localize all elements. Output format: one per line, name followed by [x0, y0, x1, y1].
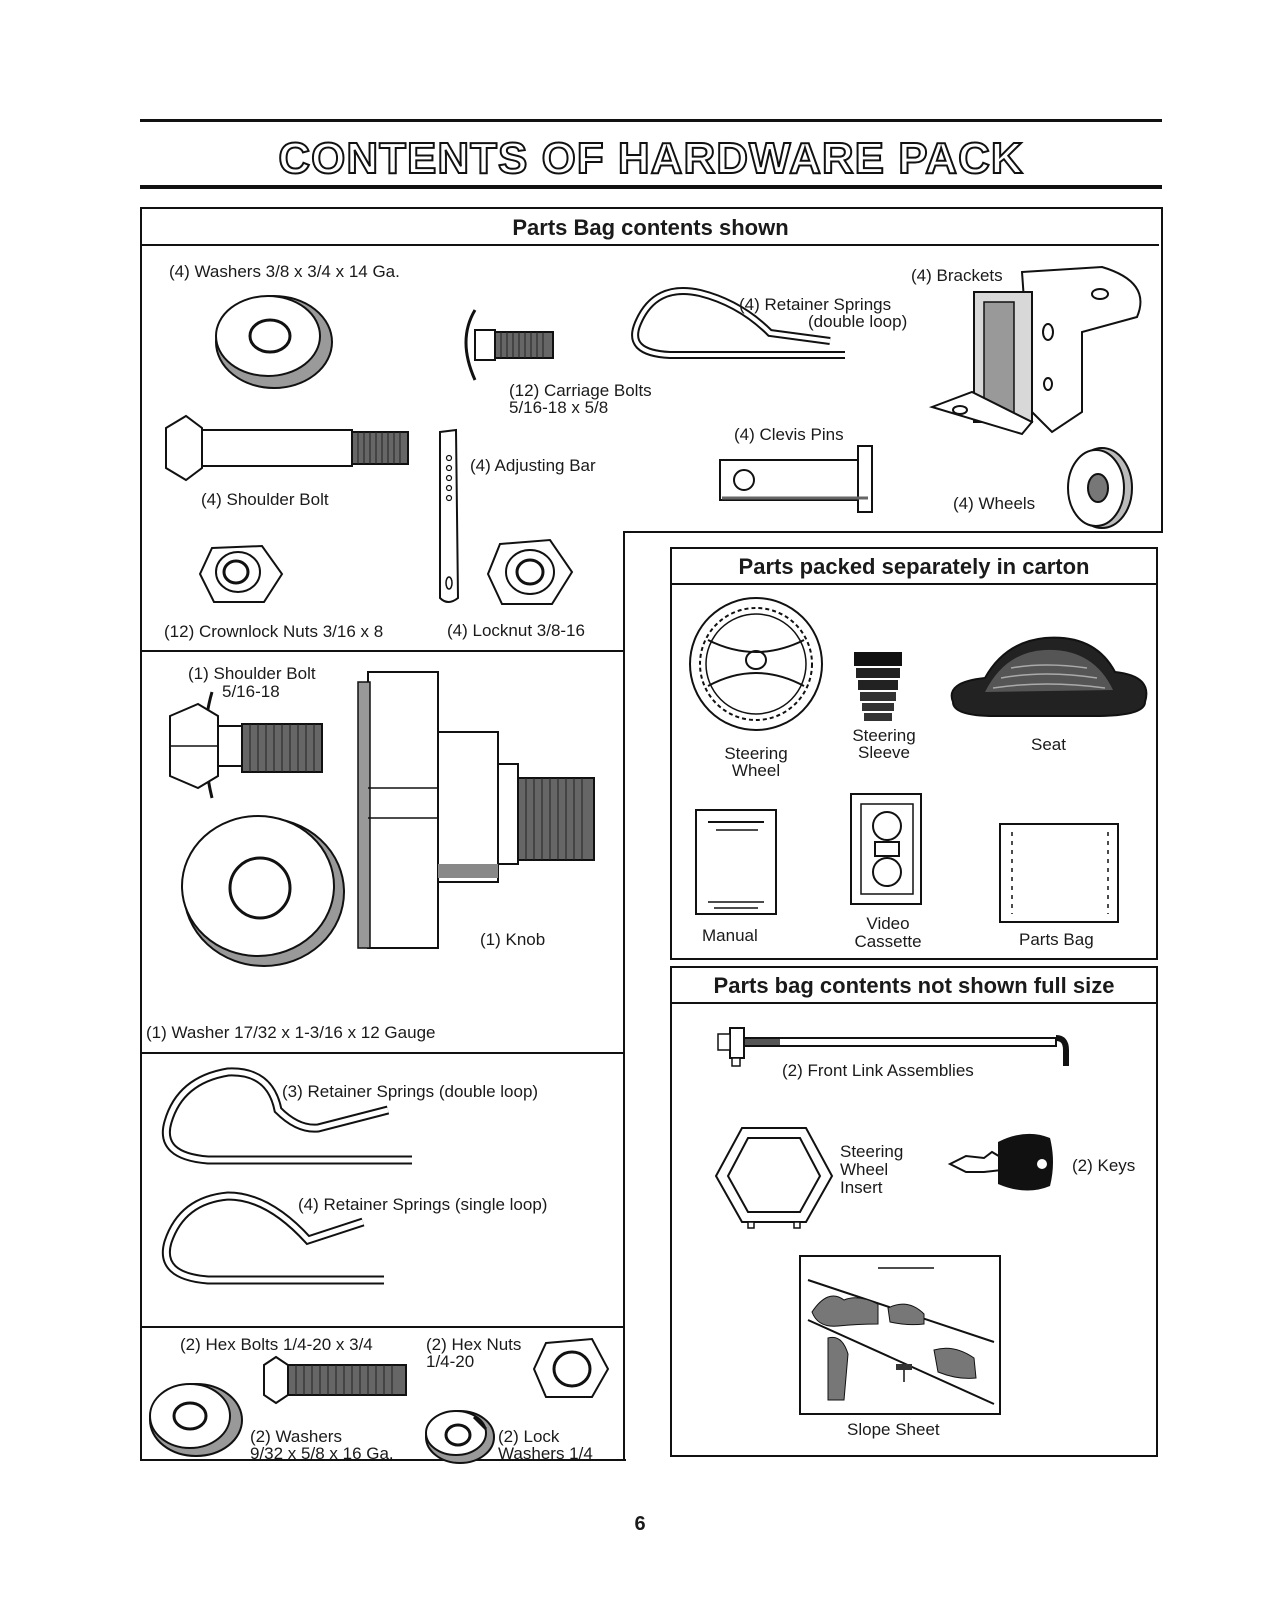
hex-nut-icon [532, 1337, 610, 1398]
key-icon [947, 1133, 1053, 1191]
crownlock-nuts-label: (12) Crownlock Nuts 3/16 x 8 [164, 622, 384, 641]
video-label-2: Cassette [854, 932, 922, 951]
adjusting-bar-icon [439, 428, 460, 603]
lock-washers-label: (2) Lock [498, 1427, 560, 1446]
carriage-bolt-icon [464, 309, 554, 381]
seat-icon [950, 636, 1148, 717]
large-washer-label: (1) Washer 17/32 x 1-3/16 x 12 Gauge [146, 1023, 436, 1042]
brackets-label: (4) Brackets [911, 266, 1003, 285]
carriage-bolts-size: 5/16-18 x 5/8 [509, 398, 609, 417]
double-loop-spring-icon [162, 1067, 412, 1165]
front-link-label: (2) Front Link Assemblies [782, 1061, 974, 1080]
knob-icon [357, 671, 595, 949]
front-link-icon [717, 1027, 1069, 1067]
retainer-springs-label: (4) Retainer Springs [739, 295, 892, 314]
steering-sleeve-label-2: Sleeve [858, 743, 910, 762]
hex-bolt-icon [263, 1355, 407, 1405]
knob-label: (1) Knob [480, 930, 546, 949]
video-cassette-icon [850, 793, 922, 905]
crownlock-nut-icon [198, 544, 284, 603]
row-divider [623, 531, 1161, 533]
shoulder-bolt-large-icon [169, 691, 323, 799]
manual-label: Manual [702, 926, 758, 945]
keys-label: (2) Keys [1072, 1156, 1136, 1175]
slope-sheet-icon [799, 1255, 1001, 1415]
divider-3 [140, 1326, 624, 1328]
steering-wheel-icon [689, 597, 823, 731]
divider-2 [140, 1052, 624, 1054]
small-washers-label: (2) Washers [250, 1427, 342, 1446]
wheel-icon [1067, 447, 1133, 529]
clevis-pin-icon [719, 445, 873, 513]
locknut-icon [486, 538, 574, 605]
steering-sleeve-icon [854, 652, 902, 721]
title-rule-top [140, 119, 1162, 122]
not-full-size-header: Parts bag contents not shown full size [672, 970, 1156, 1004]
hex-nuts-label: (2) Hex Nuts [426, 1335, 522, 1354]
carton-header: Parts packed separately in carton [672, 551, 1156, 585]
small-washer-icon [149, 1383, 243, 1457]
wheels-label: (4) Wheels [953, 494, 1036, 513]
hex-bolts-label: (2) Hex Bolts 1/4-20 x 3/4 [180, 1335, 373, 1354]
single-loop-spring-icon [162, 1191, 384, 1285]
insert-label-1: Steering [840, 1142, 904, 1161]
washers-label: (4) Washers 3/8 x 3/4 x 14 Ga. [169, 262, 400, 281]
washer-icon [215, 295, 333, 389]
bracket-icon [928, 265, 1142, 436]
shoulder-bolt-icon [165, 414, 409, 482]
steering-sleeve-label-1: Steering [852, 726, 916, 745]
shoulder-bolt-single-label: (1) Shoulder Bolt [188, 664, 316, 683]
parts-bag-icon [999, 823, 1119, 923]
single-loop-springs-label: (4) Retainer Springs (single loop) [298, 1195, 548, 1214]
steering-wheel-insert-icon [714, 1127, 834, 1229]
carriage-bolts-label: (12) Carriage Bolts [509, 381, 652, 400]
retainer-springs-type: (double loop) [808, 312, 908, 331]
small-washers-size: 9/32 x 5/8 x 16 Ga. [250, 1444, 394, 1463]
locknut-label: (4) Locknut 3/8-16 [447, 621, 585, 640]
large-washer-icon [181, 815, 345, 967]
divider-1 [140, 650, 624, 652]
lock-washers-size: Washers 1/4 [498, 1444, 593, 1463]
parts-bag-label: Parts Bag [1019, 930, 1094, 949]
page-title: CONTENTS OF HARDWARE PACK [277, 133, 1024, 184]
slope-sheet-label: Slope Sheet [847, 1420, 940, 1439]
retainer-spring-icon [631, 287, 845, 359]
parts-bag-header: Parts Bag contents shown [142, 212, 1159, 246]
page-number: 6 [634, 1513, 646, 1535]
left-column-edge [623, 531, 625, 1459]
title-rule-bottom [140, 185, 1162, 189]
double-loop-springs-label: (3) Retainer Springs (double loop) [282, 1082, 539, 1101]
adjusting-bar-label: (4) Adjusting Bar [470, 456, 596, 475]
lock-washer-icon [425, 1410, 495, 1464]
seat-label: Seat [1031, 735, 1066, 754]
steering-wheel-label-2: Wheel [731, 761, 781, 780]
hex-nuts-size: 1/4-20 [426, 1352, 475, 1371]
shoulder-bolt-label: (4) Shoulder Bolt [201, 490, 329, 509]
video-label-1: Video [866, 914, 910, 933]
not-full-size-box [670, 966, 1158, 1457]
manual-icon [695, 809, 777, 915]
insert-label-2: Wheel [840, 1160, 889, 1179]
steering-wheel-label-1: Steering [724, 744, 788, 763]
clevis-pins-label: (4) Clevis Pins [734, 425, 844, 444]
insert-label-3: Insert [840, 1178, 883, 1197]
shoulder-bolt-single-size: 5/16-18 [222, 682, 280, 701]
carton-box [670, 547, 1158, 960]
